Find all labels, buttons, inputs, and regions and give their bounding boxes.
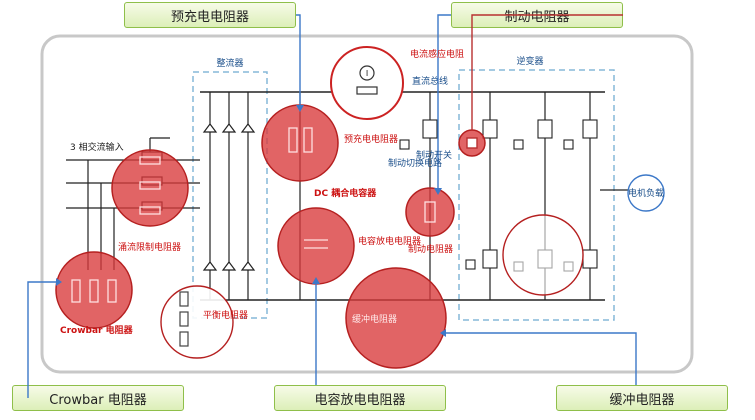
inverter-box	[458, 69, 615, 321]
crowbar-resistor-callout: Crowbar 电阻器	[12, 385, 184, 411]
rectifier-title: 整流器	[216, 57, 243, 69]
current-sense-label: 电流感应电阻	[410, 48, 464, 60]
brake-switch-label: 制动开关	[416, 149, 452, 161]
precharge-highlight	[261, 104, 339, 182]
inrush-limit-highlight	[111, 149, 189, 227]
motor-load-symbol	[627, 174, 665, 212]
brake-resistor-highlight	[405, 187, 455, 237]
dc-bus-label: 直流总线	[412, 75, 448, 87]
crowbar-label: Crowbar 电阻器	[60, 324, 134, 336]
brake-switch-marker	[466, 137, 478, 149]
resistor-highlights	[55, 104, 486, 369]
snubber-callout-label: 缓冲电阻器	[609, 392, 675, 408]
rectifier-diodes	[202, 92, 256, 300]
capacitor-discharge-resistor-callout: 电容放电电阻器	[274, 385, 446, 411]
resistor-glyphs	[71, 127, 436, 303]
current-sense-highlight	[330, 46, 404, 120]
leader-lines	[27, 14, 637, 398]
highlight-outline-circles	[160, 214, 584, 359]
ammeter-letter: I	[366, 69, 368, 78]
balancing-resistor-glyphs	[179, 291, 189, 347]
precharge-label: 预充电电阻器	[344, 133, 398, 145]
motor-load-label: 电机负载	[628, 187, 664, 199]
braking-callout-label: 制动电阻器	[504, 9, 570, 25]
diagram-labels: 整流器 逆变器 3 相交流输入 涌流限制电阻器 Crowbar 电阻器 平衡电阻…	[60, 48, 544, 336]
dc-link-capacitor-label: DC 耦合电容器	[314, 187, 377, 199]
balancing-highlight	[160, 285, 234, 359]
brake-resistor-label: 制动电阻器	[408, 243, 453, 255]
snubber-label: 缓冲电阻器	[352, 313, 397, 325]
snubber-resistor-callout: 缓冲电阻器	[556, 385, 728, 411]
inverter-snubber-highlight	[502, 214, 584, 296]
ammeter-symbol	[359, 65, 375, 81]
balancing-label: 平衡电阻器	[203, 309, 248, 321]
brake-switch-circuit-label: 制动切换电路	[388, 157, 442, 169]
inverter-title: 逆变器	[516, 55, 543, 67]
inrush-limit-label: 涌流限制电阻器	[118, 241, 181, 253]
crowbar-callout-label: Crowbar 电阻器	[49, 392, 147, 408]
capacitor-discharge-callout-label: 电容放电电阻器	[314, 392, 406, 408]
capacitor-discharge-highlight	[277, 207, 355, 285]
precharge-callout-label: 预充电电阻器	[170, 9, 249, 25]
crowbar-highlight	[55, 251, 133, 329]
snubber-highlight	[345, 267, 447, 369]
precharge-resistor-callout: 预充电电阻器	[124, 2, 296, 28]
capacitor-discharge-label: 电容放电电阻器	[358, 235, 421, 247]
sense-resistor	[356, 86, 378, 95]
ac-input-label: 3 相交流输入	[70, 141, 124, 153]
leader-arrowheads	[56, 105, 446, 337]
